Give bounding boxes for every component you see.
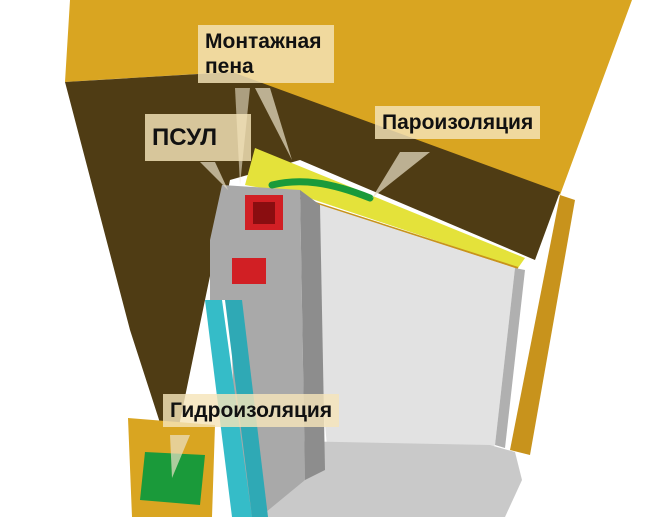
label-mounting-foam: Монтажная пена	[198, 25, 334, 83]
wall-right-edge	[510, 195, 575, 455]
label-psul: ПСУЛ	[145, 114, 251, 161]
pointer-foam	[255, 88, 292, 160]
wall-shadow	[65, 72, 560, 460]
label-vapor-barrier: Пароизоляция	[375, 106, 541, 139]
reinforcement-lower	[232, 258, 266, 284]
waterproofing-membrane	[140, 452, 205, 505]
reinforcement-upper-inner	[253, 202, 275, 224]
label-waterproofing: Гидроизоляция	[163, 394, 340, 427]
label-mounting-foam-line1: Монтажная	[205, 30, 322, 53]
vapor-barrier-tape	[268, 178, 374, 202]
foam-layer	[245, 148, 525, 268]
label-mounting-foam-line2: пена	[205, 55, 254, 78]
pointer-waterproofing	[170, 435, 190, 478]
pointer-vapor	[372, 152, 430, 198]
pointer-psul	[200, 162, 228, 190]
reveal-panel	[305, 200, 515, 500]
foam-edge	[299, 197, 519, 269]
reveal-panel-edge	[495, 268, 525, 448]
